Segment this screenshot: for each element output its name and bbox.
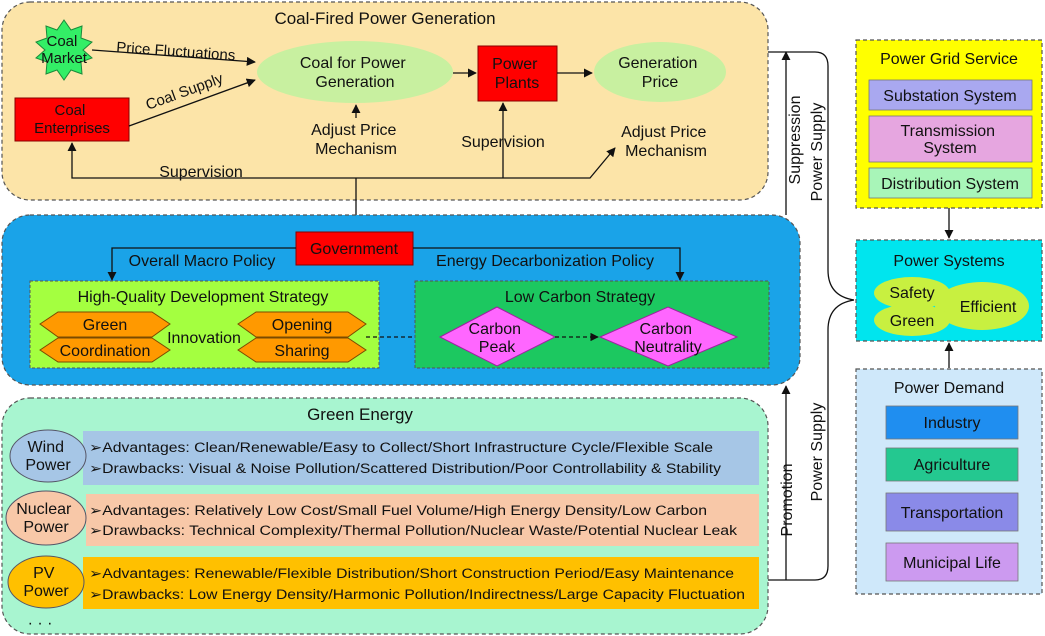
- pv-power-ellipse: [7, 555, 85, 609]
- efficient-ellipse: [935, 282, 1029, 330]
- green-energy-title: Green Energy: [307, 405, 413, 424]
- suppression-label: Suppression: [787, 96, 804, 185]
- industry-box: [885, 405, 1019, 440]
- adjust-price-label-1: Adjust Price Mechanism: [311, 122, 401, 158]
- wind-power-ellipse: [9, 429, 87, 483]
- power-plants-label: Power Plants: [492, 56, 542, 92]
- hex-green: [39, 311, 171, 338]
- power-demand-title: Power Demand: [894, 380, 1004, 397]
- wind-power-label: Wind Power: [25, 439, 71, 474]
- nuclear-power-label: Nuclear Power: [16, 501, 76, 536]
- pv-power-label: PV Power: [23, 565, 69, 600]
- hex-opening: [237, 311, 367, 338]
- distribution-box: [868, 167, 1033, 199]
- coal-power-generation-ellipse: [257, 41, 453, 103]
- substation-label: Substation System: [883, 88, 1016, 105]
- transmission-label: Transmission System: [901, 123, 1000, 157]
- green-ellipse: [874, 304, 950, 336]
- power-supply-top-bracket: [768, 51, 855, 301]
- coal-enterprises-label: Coal Enterprises: [34, 102, 110, 137]
- nuclear-power-ellipse: [5, 490, 87, 546]
- supervision-main-line: [67, 142, 356, 179]
- nuclear-drawbacks: ➢Drawbacks: Technical Complexity/Thermal…: [89, 523, 737, 538]
- lc-strategy-title: Low Carbon Strategy: [505, 289, 655, 306]
- transmission-box: [868, 115, 1033, 163]
- efficient-label: Efficient: [960, 299, 1017, 316]
- coal-supply-arrow: [128, 78, 256, 127]
- supervision-main-label: Supervision: [159, 164, 243, 181]
- price-fluctuation-arrow: [91, 49, 256, 66]
- power-systems-title: Power Systems: [893, 253, 1004, 270]
- coal-market-star: [35, 19, 93, 81]
- macro-policy-label: Overall Macro Policy: [129, 253, 276, 270]
- decarb-policy-arrow: [413, 247, 685, 281]
- hex-opening-label: Opening: [272, 317, 333, 334]
- hex-coordination-label: Coordination: [60, 343, 151, 360]
- macro-policy-arrow: [107, 247, 296, 281]
- power-supply-top-label: Power Supply: [809, 103, 826, 202]
- carbon-neutrality-label: Carbon Neutrality: [634, 321, 702, 356]
- generation-price-label: Generation Price: [618, 55, 702, 91]
- carbon-neutrality-diamond: [598, 306, 739, 367]
- wind-drawbacks: ➢Drawbacks: Visual & Noise Pollution/Sca…: [89, 461, 721, 476]
- safety-label: Safety: [889, 285, 934, 302]
- municipal-box: [885, 542, 1019, 582]
- power-grid-title: Power Grid Service: [880, 51, 1018, 68]
- pv-info-box: [83, 557, 759, 609]
- hex-sharing-label: Sharing: [274, 343, 329, 360]
- municipal-label: Municipal Life: [903, 555, 1001, 572]
- agriculture-box: [885, 447, 1019, 482]
- substation-box: [868, 79, 1033, 111]
- pv-drawbacks: ➢Drawbacks: Low Energy Density/Harmonic …: [89, 587, 745, 602]
- green-label: Green: [890, 313, 934, 330]
- hex-sharing: [237, 337, 367, 363]
- wind-info-box: [83, 431, 759, 485]
- distribution-label: Distribution System: [881, 176, 1019, 193]
- power-supply-bottom-label: Power Supply: [809, 403, 826, 502]
- coal-market-label: Coal Market: [41, 33, 88, 67]
- government-label: Government: [310, 241, 399, 258]
- promotion-label: Promotion: [779, 464, 796, 537]
- supervision-price-line: [356, 147, 616, 179]
- safety-ellipse: [874, 277, 950, 309]
- government-box: [295, 231, 414, 266]
- adjust-price-label-2: Adjust Price Mechanism: [621, 124, 711, 160]
- hex-green-label: Green: [83, 317, 127, 334]
- green-ellipsis: · · ·: [28, 615, 53, 632]
- decarb-policy-label: Energy Decarbonization Policy: [436, 253, 654, 270]
- coal-section-title: Coal-Fired Power Generation: [274, 9, 495, 28]
- power-supply-bottom-bracket: [768, 299, 855, 581]
- hex-coordination: [39, 337, 171, 363]
- pv-advantages: ➢Advantages: Renewable/Flexible Distribu…: [89, 566, 734, 581]
- power-plants-box: [477, 45, 558, 102]
- coal-enterprises-box: [14, 97, 130, 142]
- generation-price-ellipse: [594, 42, 726, 102]
- industry-label: Industry: [924, 415, 981, 432]
- wind-advantages: ➢Advantages: Clean/Renewable/Easy to Col…: [89, 440, 713, 455]
- carbon-peak-label: Carbon Peak: [469, 321, 526, 356]
- nuclear-advantages: ➢Advantages: Relatively Low Cost/Small F…: [89, 503, 707, 518]
- coal-power-generation-label: Coal for Power Generation: [300, 55, 410, 91]
- hq-strategy-title: High-Quality Development Strategy: [78, 289, 329, 306]
- agriculture-label: Agriculture: [914, 457, 991, 474]
- transportation-box: [885, 492, 1019, 532]
- transportation-label: Transportation: [901, 505, 1004, 522]
- innovation-label: Innovation: [167, 330, 241, 347]
- nuclear-info-box: [86, 494, 759, 546]
